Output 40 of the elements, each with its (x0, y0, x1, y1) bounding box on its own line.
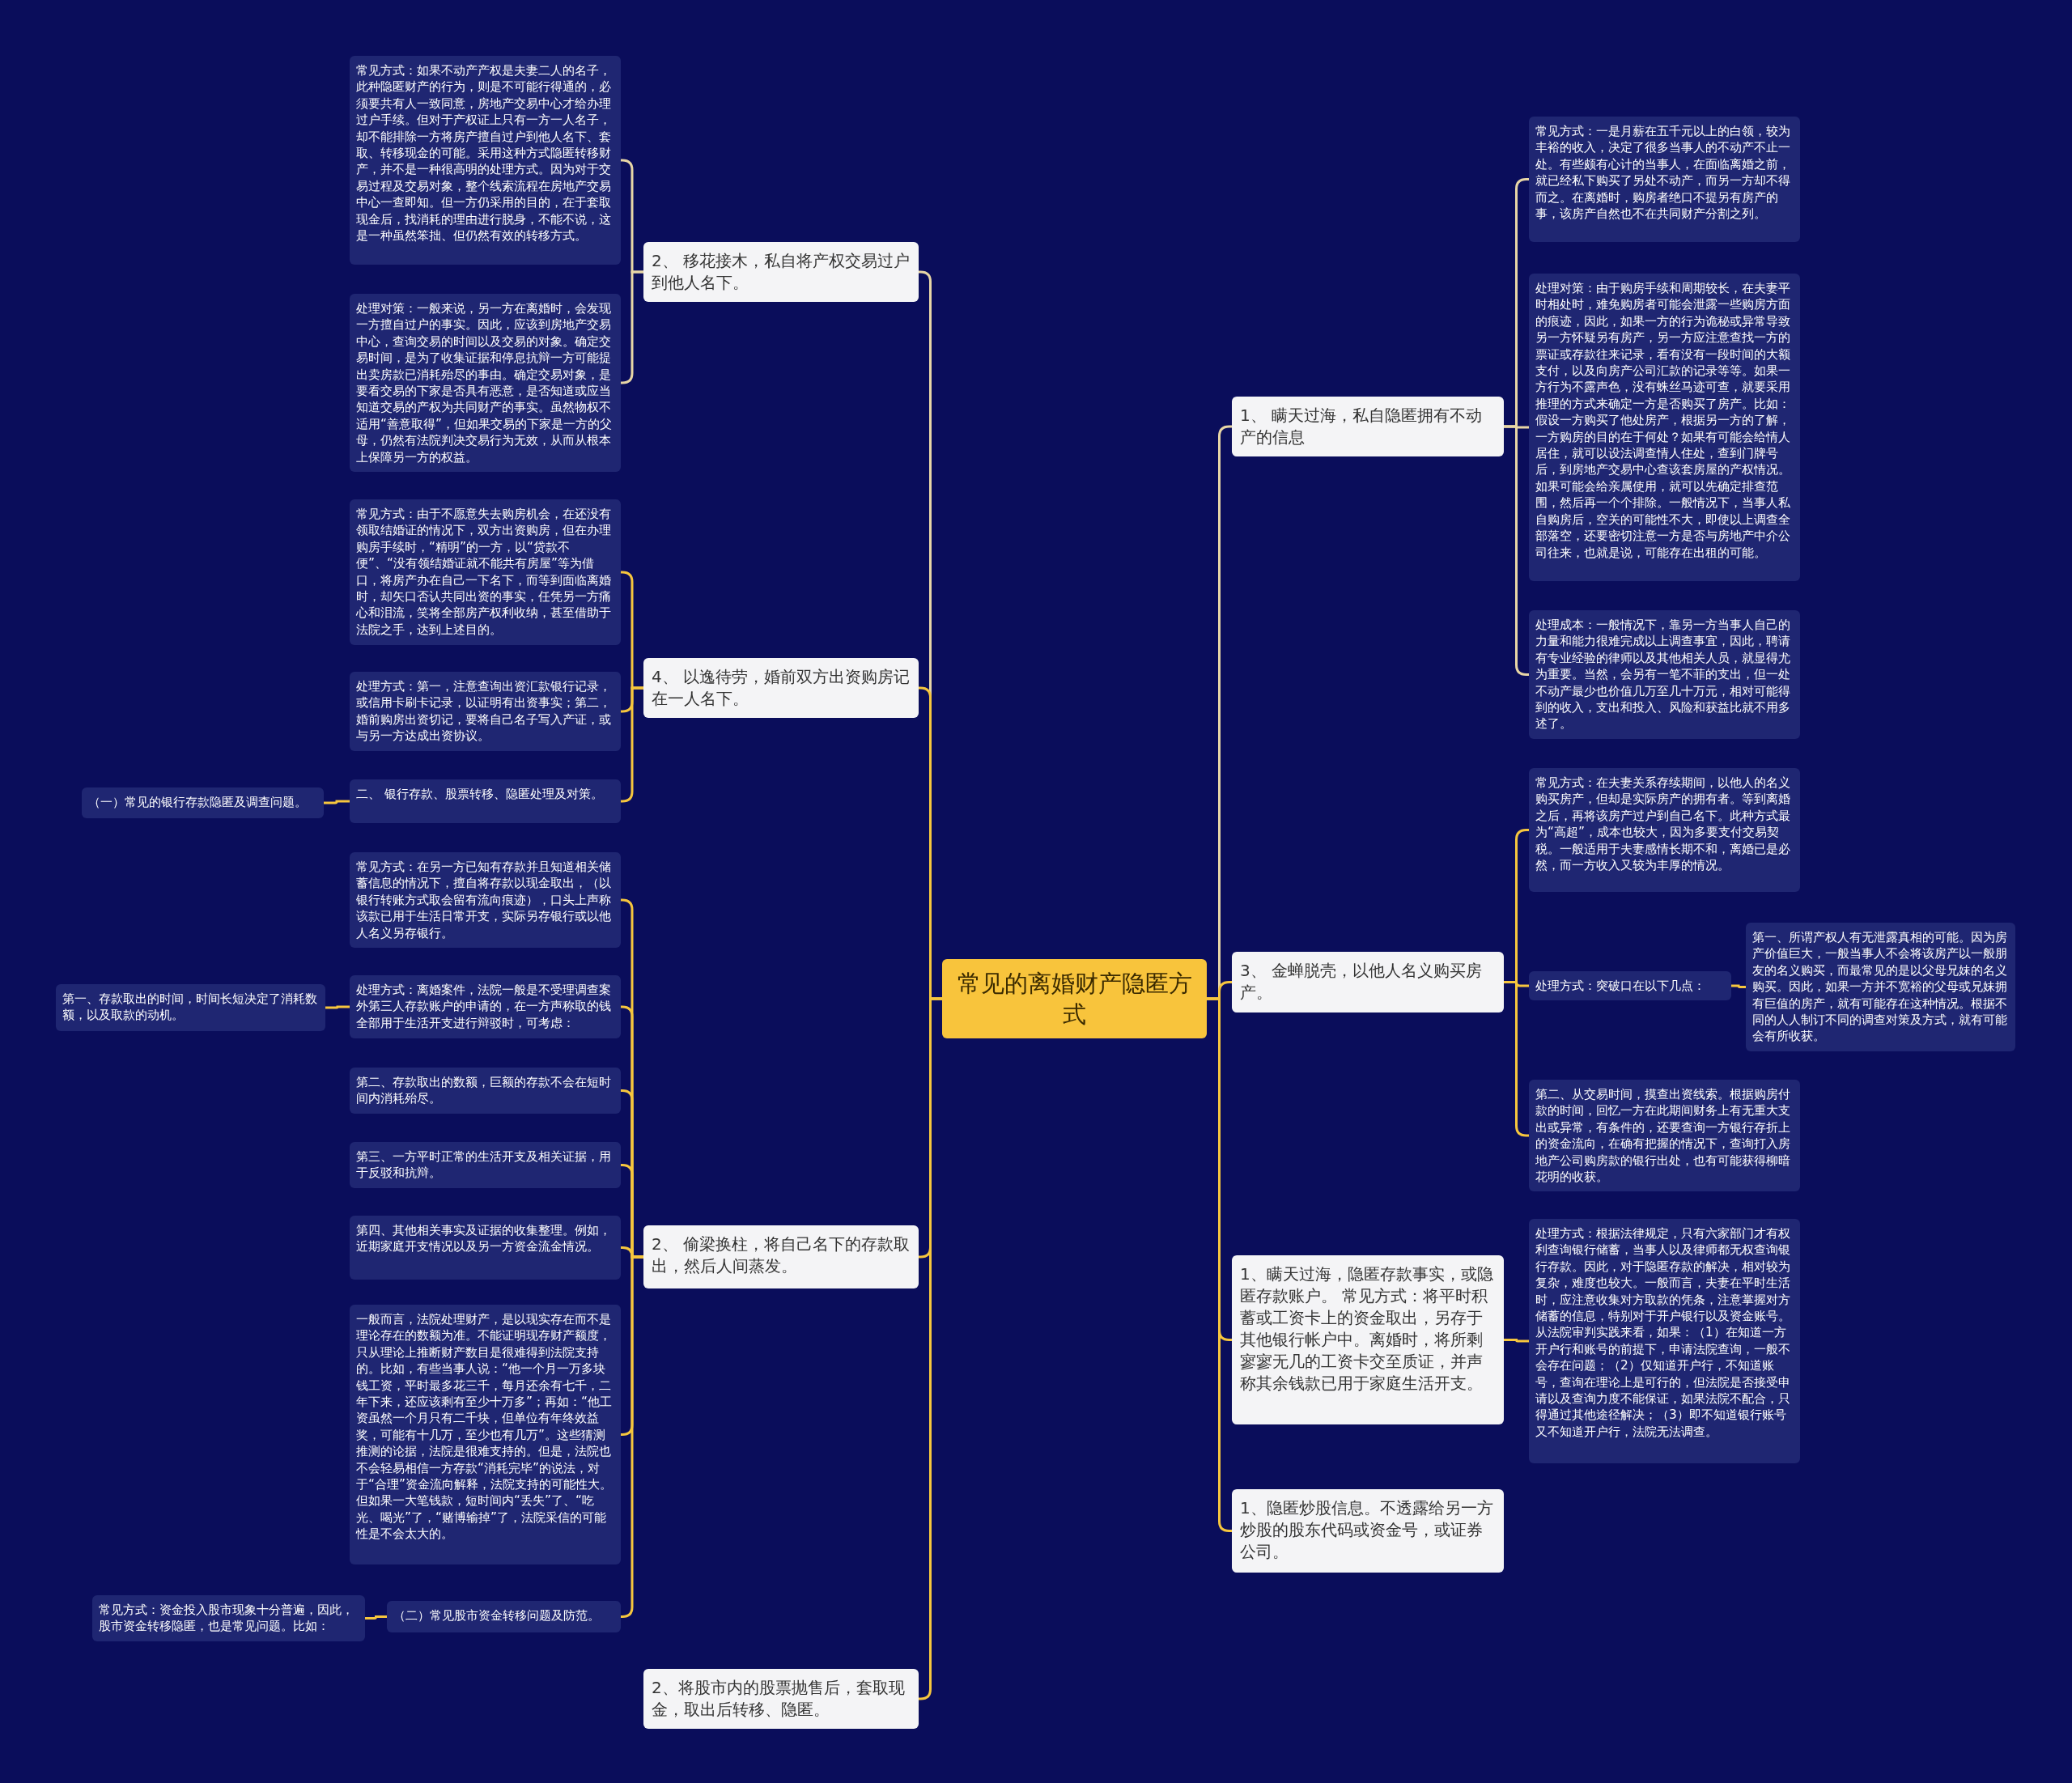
note-box: 第二、从交易时间，摸查出资线索。根据购房付款的时间，回忆一方在此期间财务上有无重大支出或异常，有条件的，还要查询一方银行存折上的资金流向，在确有把握的情况下，查询打入房地产公司购房款的银行出处，也有可能获得柳暗花明的收获。 (1529, 1080, 1800, 1192)
topic-box: 2、 移花接木，私自将产权交易过户到他人名下。 (643, 242, 919, 302)
topic-box: 4、 以逸待劳，婚前双方出资购房记在一人名下。 (643, 658, 919, 718)
topic-box: 1、瞒天过海，隐匿存款事实，或隐匿存款账户。 常见方式：将平时积蓄或工资卡上的资金取出，另存于其他银行帐户中。离婚时，将所剩寥寥无几的工资卡交至质证，并声称其余钱款已用于家庭生活开支。 (1232, 1255, 1504, 1424)
note-box: 常见方式：由于不愿意失去购房机会，在还没有领取结婚证的情况下，双方出资购房，但在办理购房手续时，“精明”的一方，以“贷款不便”、“没有领结婚证就不能共有房屋”等为借口，将房产办在自己一下名下，而等到面临离婚时，却矢口否认共同出资的事实，任凭另一方痛心和泪流，笑将全部房产权利收纳，甚至借助于法院之手，达到上述目的。 (350, 499, 621, 645)
connector-line (620, 1255, 643, 1618)
note-box: 一般而言，法院处理财产，是以现实存在而不是理论存在的数额为准。不能证明现存财产额度，只从理论上推断财产数目是很难得到法院支持的。比如，有些当事人说：“他一个月一万多块钱工资，平时最多花三千，每月还余有七千，二年下来，还应该剩有至少十万多”；再如：“他工资虽然一个月只有二千块，但单位有年终效益奖，可能有十几万，至少也有几万”。这些猜测推测的论据，法院是很难支持的。但是，法院也不会轻易相信一方存款“消耗完毕”的说法，对于“合理”资金流向解释，法院支持的可能性大。但如果一大笔钱款，短时间内“丢失”了、“吃光、喝光”了，“赌博输掉”了，法院采信的可能性是不会太大的。 (350, 1305, 621, 1564)
note-box: 常见方式：如果不动产产权是夫妻二人的名子，此种隐匿财产的行为，则是不可能行得通的，必须要共有人一致同意，房地产交易中心才给办理过户手续。但对于产权证上只有一方一人名子，却不能排除一方将房产擅自过户到他人名下、套取、转移现金的可能。采用这种方式隐匿转移财产，并不是一种很高明的处理方式。因为对于交易过程及交易对象，整个线索流程在房地产交易中心一查即知。但一方仍采用的目的，在于套取现金后，找消耗的理由进行脱身，不能不说，这是一种虽然笨拙、但仍然有效的转移方式。 (350, 56, 621, 265)
note-box: 第四、其他相关事实及证据的收集整理。例如，近期家庭开支情况以及另一方资金流金情况。 (350, 1216, 621, 1280)
connector-line (324, 800, 350, 804)
note-box: 处理方式：根据法律规定，只有六家部门才有权利查询银行储蓄，当事人以及律师都无权查询银行存款。因此，对于隐匿存款的解决，相对较为复杂，难度也较大。一般而言，夫妻在平时生活时，应注意收集对方取款的凭条，注意掌握对方储蓄的信息，特别对于开户银行以及资金账号。从法院审判实践来看，如果：（1）在知道一方开户行和账号的前提下，申请法院查询，一般不会存在问题；（2）仅知道开户行，不知道账号，查询在理论上是可行的，但法院是否接受申请以及查询力度不能保证，如果法院不配合，只得通过其他途径解决；（3）即不知道银行账号又不知道开户行，法院无法调查。 (1529, 1219, 1800, 1463)
note-box: 第二、存款取出的数额，巨额的存款不会在短时间内消耗殆尽。 (350, 1068, 621, 1114)
note-box: 常见方式：资金投入股市现象十分普遍，因此，股市资金转移隐匿，也是常见问题。比如： (92, 1595, 365, 1641)
connector-line (1731, 984, 1746, 988)
note-box: 二、 银行存款、股票转移、隐匿处理及对策。 (350, 779, 621, 823)
central-topic-box: 常见的离婚财产隐匿方式 (942, 959, 1207, 1038)
note-box: 处理对策：由于购房手续和周期较长，在夫妻平时相处时，难免购房者可能会泄露一些购房方面的痕迹，因此，如果一方的行为诡秘或异常导致另一方怀疑另有房产，另一方应注意查找一方的票证或存款往来记录，看有没有一段时间的大额支付，以及向房产公司汇款的记录等等。如果一方行为不露声色，没有蛛丝马迹可查，就要采用推理的方式来确定一方是否购买了房产。比如：假设一方购买了他处房产，根据另一方的了解，一方购房的目的在于何处？如果有可能会给情人居住，就可以设法调查情人住处，查到门牌号后，到房地产交易中心查该套房屋的产权情况。如果可能会给亲属使用，就可以先确定排查范围，然后再一个个排除。一般情况下，当事人私自购房后，空关的可能性不大，即使以上调查全部落空，还要密切注意一方是否与房地产中介公司往来，也就是说，可能存在出租的可能。 (1529, 274, 1800, 581)
note-box: 常见方式：在另一方已知有存款并且知道相关储蓄信息的情况下，擅自将存款以现金取出，（以银行转账方式取会留有流向痕迹），口头上声称该款已用于生活日常开支，实际另存银行或以他人名义另存银行。 (350, 852, 621, 949)
note-box: 处理方式：离婚案件，法院一般是不受理调查案外第三人存款账户的申请的，在一方声称取的钱全部用于生活开支进行辩驳时，可考虑： (350, 975, 621, 1038)
note-box: 处理对策：一般来说，另一方在离婚时，会发现一方擅自过户的事实。因此，应该到房地产交易中心，查询交易的时间以及交易的对象。确定交易时间，是为了收集证据和停息抗辩一方可能提出卖房款已消耗殆尽的事由。确定交易对象，是要看交易的下家是否具有恶意，是否知道或应当知道交易的产权为共同财产的事实。虽然物权不适用“善意取得”，但如果交易的下家是一方的父母，仍然有法院判决交易行为无效，从而从根本上保障另一方的权益。 (350, 294, 621, 473)
topic-box: 3、 金蝉脱壳，以他人名义购买房产。 (1232, 952, 1504, 1012)
note-box: 常见方式：在夫妻关系存续期间，以他人的名义购买房产，但却是实际房产的拥有者。等到离婚之后，再将该房产过户到自己名下。此种方式最为“高超”，成本也较大，因为多要支付交易契税。一般适用于夫妻感情长期不和，离婚已是必然，而一方收入又较为丰厚的情况。 (1529, 768, 1800, 892)
topic-box: 2、将股市内的股票抛售后，套取现金，取出后转移、隐匿。 (643, 1669, 919, 1729)
note-box: 常见方式：一是月薪在五千元以上的白领，较为丰裕的收入，决定了很多当事人的不动产不止一处。有些颇有心计的当事人，在面临离婚之前，就已经私下购买了另处不动产，而另一方却不得而之。在离婚时，购房者绝口不提另有房产的事，该房产自然也不在共同财产分割之列。 (1529, 117, 1800, 242)
topic-box: 1、隐匿炒股信息。不透露给另一方炒股的股东代码或资金号，或证券公司。 (1232, 1489, 1504, 1573)
note-box: 处理方式：突破口在以下几点： (1529, 971, 1731, 1001)
connector-line (1504, 1339, 1529, 1343)
note-box: （一）常见的银行存款隐匿及调查问题。 (82, 787, 324, 818)
connector-line (365, 1615, 387, 1620)
note-box: 第三、一方平时正常的生活开支及相关证据，用于反驳和抗辩。 (350, 1142, 621, 1188)
connector-line (325, 1005, 350, 1009)
topic-box: 1、 瞒天过海，私自隐匿拥有不动产的信息 (1232, 397, 1504, 456)
connector-line (918, 997, 942, 1700)
topic-box: 2、 偷梁换柱，将自己名下的存款取出，然后人间蒸发。 (643, 1225, 919, 1288)
note-box: （二）常见股市资金转移问题及防范。 (387, 1601, 621, 1632)
note-box: 第一、所谓产权人有无泄露真相的可能。因为房产价值巨大，一般当事人不会将该房产以一般朋友的名义购买，而最常见的是以父母兄妹的名义购买。因此，如果一方并不宽裕的父母或兄妹拥有巨值的房产，就有可能存在这种情况。根据不同的人人制订不同的调查对策及方式，就有可能会有所收获。 (1746, 923, 2015, 1051)
note-box: 处理方式：第一，注意查询出资汇款银行记录，或信用卡刷卡记录，以证明有出资事实；第二，婚前购房出资切记，要将自己名子写入产证，或与另一方达成出资协议。 (350, 672, 621, 751)
note-box: 第一、存款取出的时间，时间长短决定了消耗数额，以及取款的动机。 (56, 984, 325, 1031)
connector-line (1207, 997, 1233, 1532)
note-box: 处理成本：一般情况下，靠另一方当事人自己的力量和能力很难完成以上调查事宜，因此，聘请有专业经验的律师以及其他相关人员，就显得尤为重要。当然，会另有一笔不菲的支出，但一处不动产最少也价值几万至几十万元，相对可能得到的收入，支出和投入、风险和获益比就不用多述了。 (1529, 610, 1800, 739)
